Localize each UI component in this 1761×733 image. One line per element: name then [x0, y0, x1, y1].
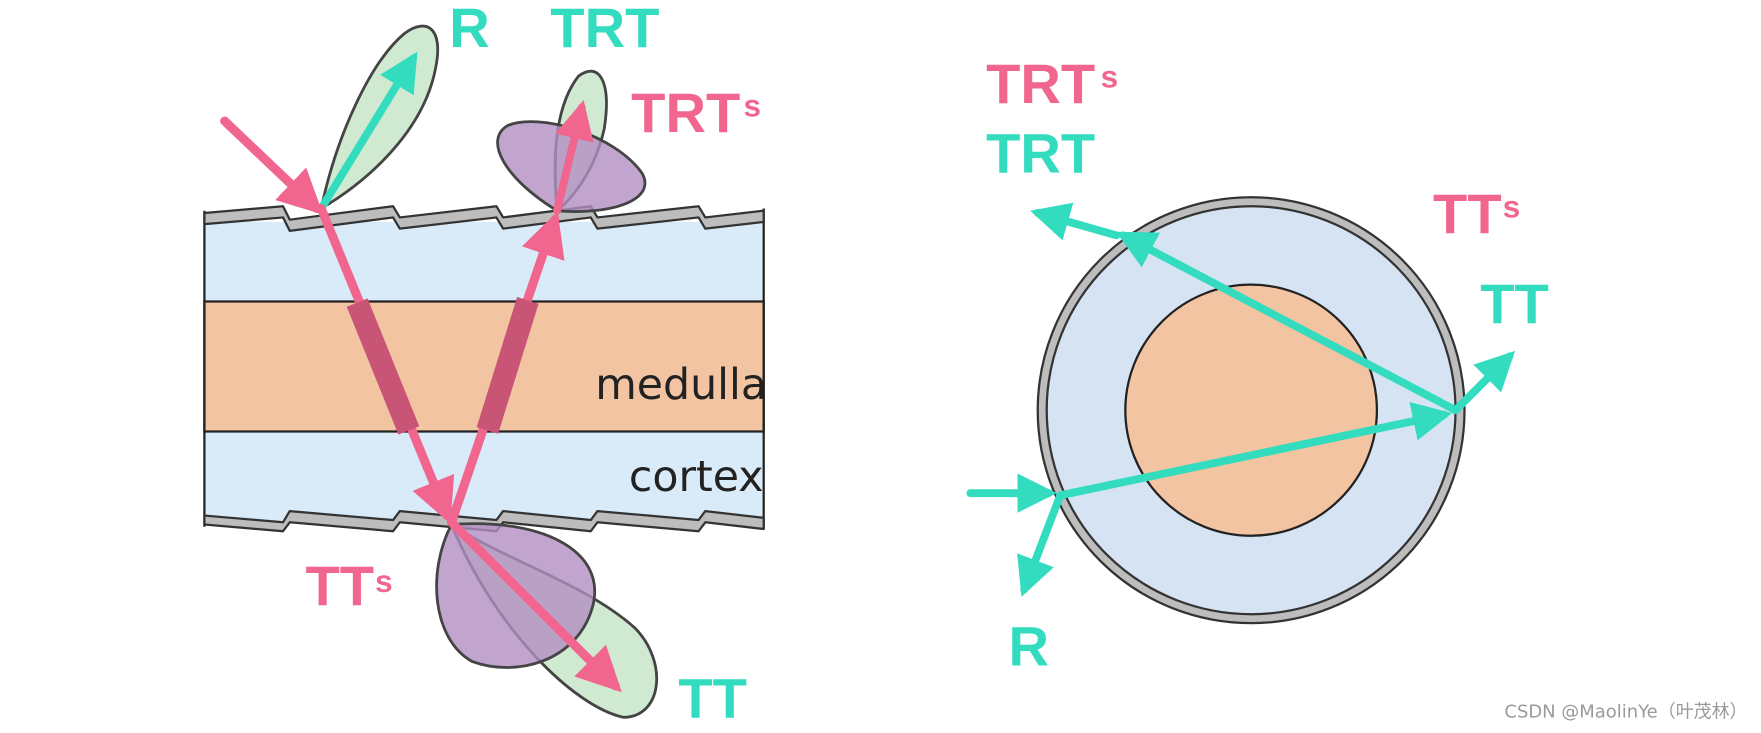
right-tts-label: TT s — [1433, 182, 1520, 245]
right-trts-main: TRT — [986, 52, 1095, 115]
left-trts-sup: s — [743, 89, 760, 124]
trts-exit-ray — [553, 99, 594, 215]
medulla-segment-down — [346, 298, 420, 435]
watermark: CSDN @MaolinYe（叶茂林） — [1504, 701, 1747, 722]
left-tt-label: TT — [678, 666, 747, 729]
internal-reflect-ray-right — [1116, 231, 1460, 415]
left-tts-main: TT — [305, 554, 374, 617]
left-tts-sup: s — [375, 564, 392, 599]
right-trt-label: TRT — [986, 122, 1095, 185]
cuticle-top — [203, 205, 765, 233]
medulla-disc — [1124, 283, 1379, 537]
transmit-ray-right — [1056, 401, 1452, 500]
right-r-label: R — [1009, 615, 1050, 678]
r-reflect-ray-right — [1017, 491, 1065, 597]
left-trts-main: TRT — [631, 81, 740, 144]
incident-ray — [220, 116, 324, 215]
left-trt-label: TRT — [550, 0, 659, 59]
medulla-segment-up — [476, 297, 539, 434]
right-tt-label: TT — [1480, 272, 1549, 335]
trt-exit-ray-right — [1030, 202, 1121, 241]
left-tts-label: TT s — [305, 554, 392, 617]
left-trts-label: TRT s — [631, 81, 761, 144]
right-tts-sup: s — [1503, 189, 1520, 224]
left-r-label: R — [449, 0, 490, 59]
right-panel: TRT s TRT TT s TT R — [966, 52, 1549, 678]
left-panel: medulla cortex R TRT TRT s TT s TT — [203, 0, 767, 729]
r-reflect-ray — [317, 51, 418, 213]
tt-exit-ray — [449, 520, 622, 693]
tt-exit-ray-right — [1451, 350, 1515, 415]
right-trts-sup: s — [1101, 59, 1118, 94]
cortex-label: cortex — [629, 452, 764, 502]
medulla-label: medulla — [595, 360, 767, 410]
right-trts-label: TRT s — [986, 52, 1118, 115]
right-tts-main: TT — [1433, 182, 1502, 245]
cuticle-bottom — [203, 509, 765, 533]
